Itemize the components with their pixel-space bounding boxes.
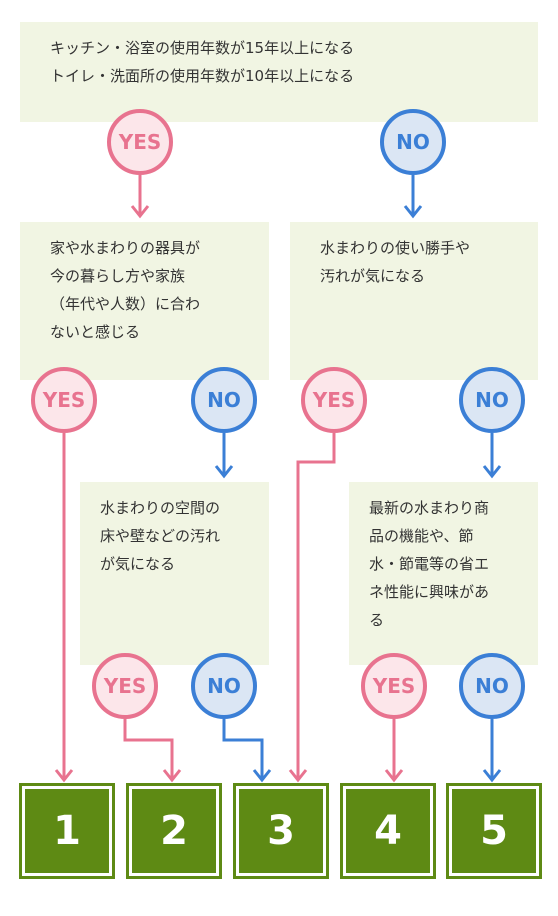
no-circle-lifestyle-fit: NO (191, 367, 257, 433)
question-box-usage-years: キッチン・浴室の使用年数が15年以上になる トイレ・洗面所の使用年数が10年以上… (20, 22, 538, 122)
no-circle-usability: NO (459, 367, 525, 433)
question-box-usability: 水まわりの使い勝手や 汚れが気になる (290, 222, 538, 380)
no-circle-dirt: NO (191, 653, 257, 719)
question-usability-text: 水まわりの使い勝手や 汚れが気になる (320, 239, 471, 285)
result-box-3: 3 (233, 783, 329, 879)
connector-dirt-yes (123, 719, 174, 780)
question-new-products-text: 最新の水まわり商 品の機能や、節 水・節電等の省エ ネ性能に興味があ る (369, 499, 490, 629)
question-lifestyle-fit-text: 家や水まわりの器具が 今の暮らし方や家族 （年代や人数）に合わ ないと感じる (50, 239, 201, 341)
result-box-2: 2 (126, 783, 222, 879)
no-circle-new-products: NO (459, 653, 525, 719)
no-circle-top: NO (380, 109, 446, 175)
yes-circle-lifestyle-fit: YES (31, 367, 97, 433)
question-box-dirt: 水まわりの空間の 床や壁などの汚れ が気になる (80, 482, 269, 665)
result-box-5: 5 (446, 783, 542, 879)
result-box-1: 1 (19, 783, 115, 879)
result-box-4: 4 (340, 783, 436, 879)
question-box-new-products: 最新の水まわり商 品の機能や、節 水・節電等の省エ ネ性能に興味があ る (349, 482, 538, 665)
question-usage-years-text: キッチン・浴室の使用年数が15年以上になる トイレ・洗面所の使用年数が10年以上… (50, 39, 355, 85)
yes-circle-top: YES (107, 109, 173, 175)
yes-circle-dirt: YES (92, 653, 158, 719)
question-box-lifestyle-fit: 家や水まわりの器具が 今の暮らし方や家族 （年代や人数）に合わ ないと感じる (20, 222, 269, 380)
connector-usability-yes (296, 433, 336, 780)
yes-circle-usability: YES (301, 367, 367, 433)
connector-dirt-no (222, 719, 264, 780)
question-dirt-text: 水まわりの空間の 床や壁などの汚れ が気になる (100, 499, 221, 573)
yes-circle-new-products: YES (361, 653, 427, 719)
